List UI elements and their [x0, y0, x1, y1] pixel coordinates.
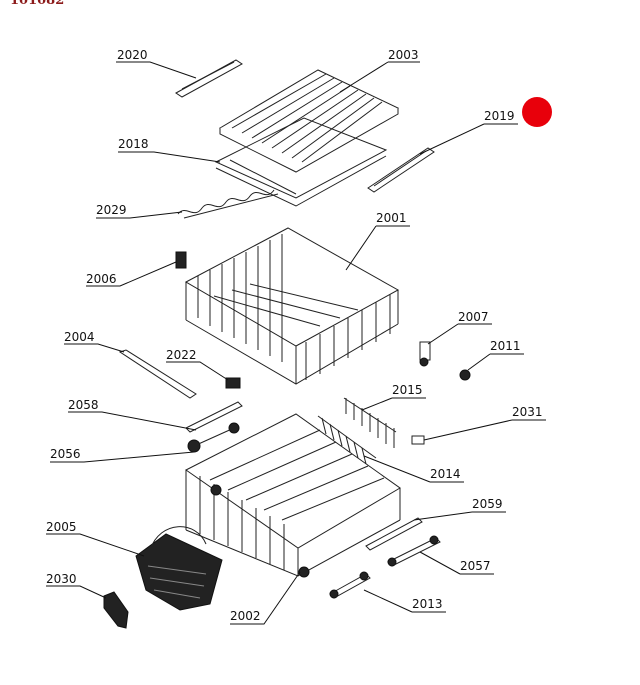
part-2057-roller-rail: [387, 535, 441, 567]
part-2015-tine-rack: [343, 397, 397, 448]
part-2056-roller: [187, 422, 240, 453]
part-2013-roller-rail: [329, 571, 371, 599]
label-2057: 2057: [460, 559, 491, 573]
corner-code: 101082: [10, 0, 65, 8]
label-2019: 2019: [484, 109, 515, 123]
label-2058: 2058: [68, 398, 99, 412]
part-2031-clip: [411, 435, 425, 445]
part-2006-clip: [175, 251, 187, 269]
part-2059-rail: [365, 517, 423, 551]
label-2056: 2056: [50, 447, 81, 461]
part-2011-wheel: [459, 369, 471, 381]
label-2029: 2029: [96, 203, 127, 217]
label-2015: 2015: [392, 383, 423, 397]
label-2030: 2030: [46, 572, 77, 586]
part-2001-upper-basket: [184, 227, 400, 385]
label-2005: 2005: [46, 520, 77, 534]
label-2018: 2018: [118, 137, 149, 151]
part-2003-cutlery-tray: [218, 69, 400, 173]
label-2059: 2059: [472, 497, 503, 511]
part-2005-cutlery-basket: [135, 526, 223, 611]
label-2014: 2014: [430, 467, 461, 481]
part-2029-spring: [177, 189, 279, 219]
part-2022-clip: [225, 377, 241, 389]
part-2004-bar: [118, 349, 197, 399]
label-2002: 2002: [230, 609, 261, 623]
red-marker-dot: [522, 97, 552, 127]
label-2004: 2004: [64, 330, 95, 344]
label-2001: 2001: [376, 211, 407, 225]
part-2030-insert: [103, 591, 129, 629]
label-2031: 2031: [512, 405, 543, 419]
callouts: 2020 2003 2019 2018 2029 2001 2006 2007 …: [46, 48, 546, 625]
label-2011: 2011: [490, 339, 521, 353]
label-2003: 2003: [388, 48, 419, 62]
label-2006: 2006: [86, 272, 117, 286]
label-2007: 2007: [458, 310, 489, 324]
label-2022: 2022: [166, 348, 197, 362]
part-2007-wheel-holder: [419, 341, 431, 367]
part-2019-rail: [367, 147, 435, 193]
part-2058-rail: [185, 401, 243, 433]
part-2020-rail: [175, 59, 243, 98]
label-2020: 2020: [117, 48, 148, 62]
part-2002-lower-basket: [185, 413, 401, 578]
label-2013: 2013: [412, 597, 443, 611]
part-2018-tray-frame: [214, 117, 388, 207]
